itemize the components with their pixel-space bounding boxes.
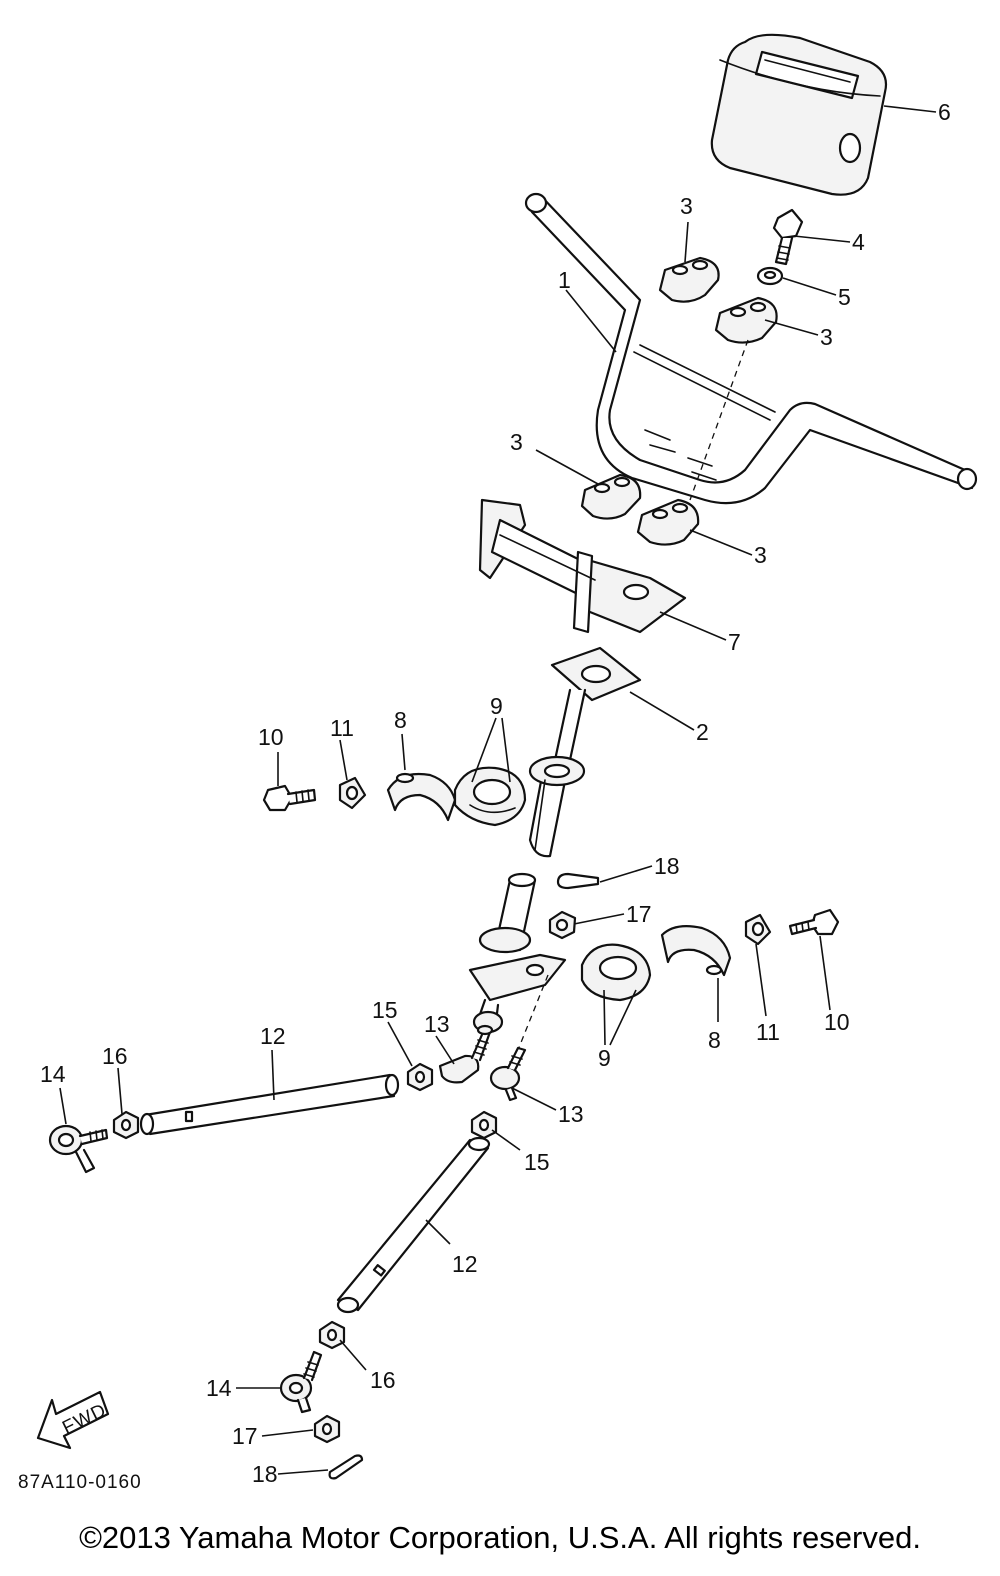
clamp-part-8-left[interactable] xyxy=(386,772,457,822)
callout-14-lower: 14 xyxy=(206,1375,232,1401)
nut-part-17-upper[interactable] xyxy=(548,910,577,940)
callout-14-left: 14 xyxy=(40,1061,66,1087)
callout-3-lower-right: 3 xyxy=(754,542,767,568)
callout-12-horizontal: 12 xyxy=(260,1023,286,1049)
fwd-arrow-icon: FWD xyxy=(36,1390,110,1450)
callout-11-right: 11 xyxy=(756,1019,780,1045)
bolt-part-10-right[interactable] xyxy=(788,908,840,936)
handlebar-pad-part[interactable] xyxy=(710,33,888,196)
callout-8-right: 8 xyxy=(708,1027,721,1053)
callout-6: 6 xyxy=(938,99,951,125)
tie-rod-end-part-13-left[interactable] xyxy=(438,1024,494,1084)
cotter-pin-part-18-upper[interactable] xyxy=(556,872,600,890)
clamp-part-8-right[interactable] xyxy=(660,925,732,977)
callout-4: 4 xyxy=(852,229,865,255)
nut-part-16-left[interactable] xyxy=(112,1110,140,1140)
figure-code: 87A110-0160 xyxy=(18,1472,142,1493)
nut-part-15-upper[interactable] xyxy=(406,1062,434,1092)
nut-part-15-lower[interactable] xyxy=(470,1110,498,1140)
bushing-part-9-right[interactable] xyxy=(580,943,652,1002)
tie-rod-end-part-13-right[interactable] xyxy=(489,1046,527,1102)
handlebar-holder-upper-left[interactable] xyxy=(658,256,720,303)
callout-10-left: 10 xyxy=(258,724,284,750)
callout-9-right: 9 xyxy=(598,1045,611,1071)
callout-16-lower: 16 xyxy=(370,1367,396,1393)
nut-part-17-lower[interactable] xyxy=(313,1414,341,1444)
callout-12-diagonal: 12 xyxy=(452,1251,478,1277)
nut-part-16-lower[interactable] xyxy=(318,1320,346,1350)
callout-5: 5 xyxy=(838,284,851,310)
handlebar-holder-upper-right[interactable] xyxy=(714,296,778,344)
column-holder-part[interactable] xyxy=(478,498,687,634)
handlebar-holder-lower-right[interactable] xyxy=(636,498,700,546)
callout-3-lower-left: 3 xyxy=(510,429,523,455)
copyright-notice: ©2013 Yamaha Motor Corporation, U.S.A. A… xyxy=(79,1520,921,1555)
tie-rod-end-part-14-left[interactable] xyxy=(48,1124,109,1174)
handlebar-holder-lower-left[interactable] xyxy=(580,473,642,520)
tie-rod-part-12-horizontal[interactable] xyxy=(139,1073,400,1136)
callout-labels: 6 3 4 5 3 1 3 3 7 2 10 11 8 9 18 17 8 9 … xyxy=(40,99,951,1487)
callout-18-lower: 18 xyxy=(252,1461,278,1487)
callout-1: 1 xyxy=(558,267,571,293)
callout-18-upper: 18 xyxy=(654,853,680,879)
tie-rod-part-12-diagonal[interactable] xyxy=(336,1136,491,1314)
tie-rod-end-part-14-lower[interactable] xyxy=(279,1350,323,1414)
callout-16-left: 16 xyxy=(102,1043,128,1069)
handlebar-part[interactable] xyxy=(524,192,978,505)
callout-3-upper-left: 3 xyxy=(680,193,693,219)
callout-17-lower: 17 xyxy=(232,1423,258,1449)
washer-part-5[interactable] xyxy=(756,266,784,286)
callout-15-upper: 15 xyxy=(372,997,398,1023)
bushing-part-11-right[interactable] xyxy=(744,913,772,946)
bushing-part-9-left[interactable] xyxy=(453,766,527,827)
parts-diagram: FWD 6 3 xyxy=(18,33,978,1493)
callout-3-upper-right: 3 xyxy=(820,324,833,350)
bushing-part-11-left[interactable] xyxy=(338,776,367,810)
callout-13-right: 13 xyxy=(558,1101,584,1127)
cotter-pin-part-18-lower[interactable] xyxy=(328,1454,364,1480)
callout-8-left: 8 xyxy=(394,707,407,733)
callout-9-left: 9 xyxy=(490,693,503,719)
leader-lines xyxy=(59,105,937,1475)
steering-column-lower-part[interactable] xyxy=(468,872,567,1034)
callout-11-left: 11 xyxy=(330,715,354,741)
steering-column-upper-part[interactable] xyxy=(528,646,642,858)
callout-15-lower: 15 xyxy=(524,1149,550,1175)
callout-10-right: 10 xyxy=(824,1009,850,1035)
bolt-part-10-left[interactable] xyxy=(262,784,317,812)
bolt-part-4[interactable] xyxy=(772,208,804,266)
callout-13-left: 13 xyxy=(424,1011,450,1037)
callout-7: 7 xyxy=(728,629,741,655)
callout-17-upper: 17 xyxy=(626,901,652,927)
callout-2: 2 xyxy=(696,719,709,745)
